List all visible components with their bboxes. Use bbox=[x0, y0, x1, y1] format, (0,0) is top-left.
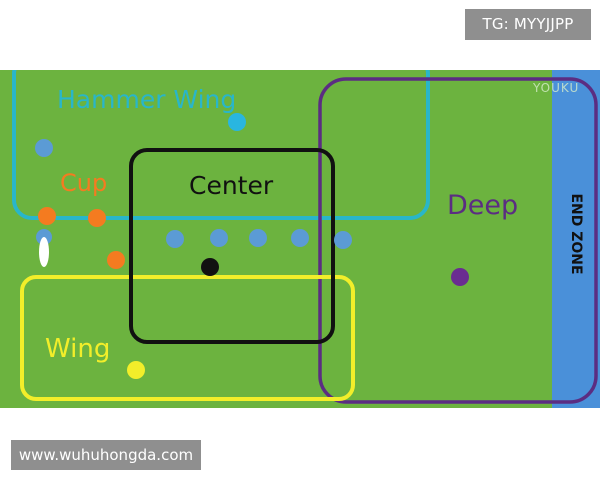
field-svg: Hammer Wing Cup Center Deep Wing END ZON… bbox=[0, 70, 600, 408]
wing-defender-marker bbox=[127, 361, 145, 379]
site-label: www.wuhuhongda.com bbox=[11, 440, 201, 470]
deep-zone bbox=[318, 77, 598, 404]
center-label: Center bbox=[189, 171, 274, 200]
cup-defender-marker bbox=[107, 251, 125, 269]
stack-player-marker bbox=[249, 229, 267, 247]
disc-marker bbox=[39, 237, 49, 267]
end-zone-area bbox=[552, 70, 600, 408]
handler-marker bbox=[35, 139, 53, 157]
end-zone-label: END ZONE bbox=[568, 193, 584, 274]
cup-defender-marker bbox=[38, 207, 56, 225]
deep-defender-marker bbox=[451, 268, 469, 286]
center-defender-marker bbox=[201, 258, 219, 276]
hammer-wing-zone bbox=[12, 70, 430, 220]
stack-player-marker bbox=[210, 229, 228, 247]
wing-zone bbox=[20, 275, 355, 401]
stack-player-marker bbox=[334, 231, 352, 249]
stack-player-marker bbox=[166, 230, 184, 248]
cup-label: Cup bbox=[60, 169, 107, 197]
deep-label: Deep bbox=[447, 190, 518, 221]
field-diagram: Hammer Wing Cup Center Deep Wing END ZON… bbox=[0, 70, 600, 408]
hammer-wing-player-marker bbox=[228, 113, 246, 131]
wing-label: Wing bbox=[45, 334, 110, 364]
tag-label: TG: MYYJJPP bbox=[465, 9, 591, 40]
stack-player-marker bbox=[291, 229, 309, 247]
watermark: YOUKU bbox=[532, 81, 579, 95]
center-zone bbox=[129, 148, 335, 344]
hammer-wing-label: Hammer Wing bbox=[57, 85, 236, 114]
cup-defender-marker bbox=[88, 209, 106, 227]
